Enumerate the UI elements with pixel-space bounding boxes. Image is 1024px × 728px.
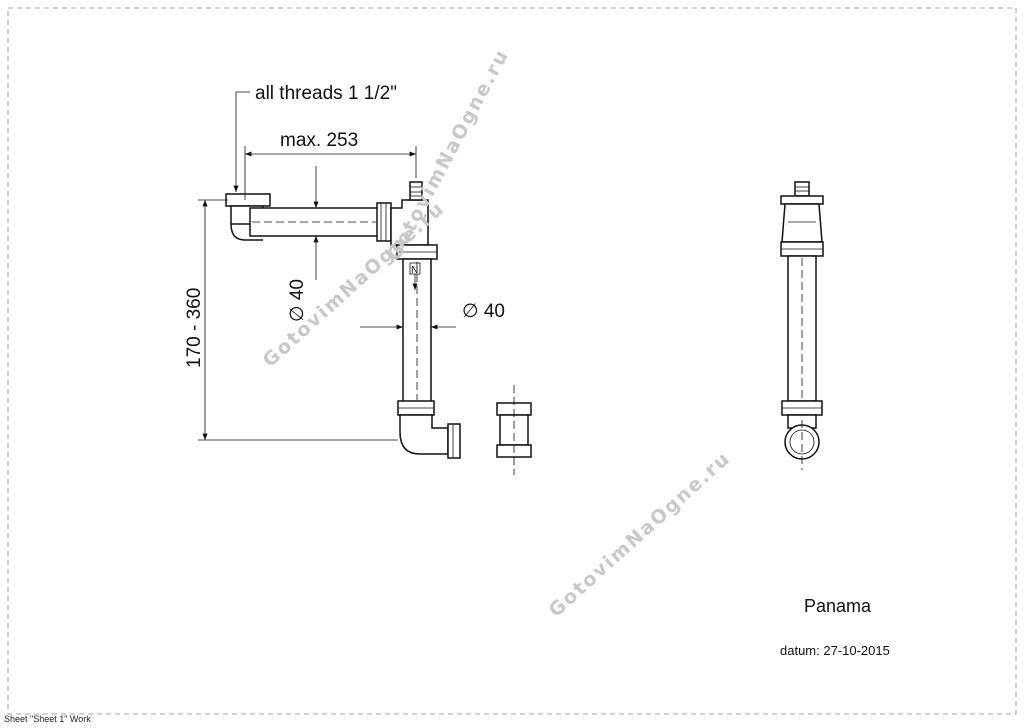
watermark: GotovimNaOgne.ru xyxy=(545,447,735,622)
side-view xyxy=(780,181,824,470)
height-range-label: 170 - 360 xyxy=(184,288,205,368)
tee-body xyxy=(390,199,429,246)
branch-union-nut xyxy=(376,202,392,242)
dimension-lines xyxy=(198,91,456,441)
watermark: GotovimNaOgne.ru xyxy=(383,45,513,264)
drawing-date: datum: 27-10-2015 xyxy=(780,643,890,658)
hose-nozzle xyxy=(409,181,423,201)
outlet-connector xyxy=(447,423,461,459)
left-connector-nut xyxy=(225,193,271,207)
sheet-footer: Sheet "Sheet 1" Work xyxy=(4,714,91,724)
pipe-diameter-label: ∅ 40 xyxy=(462,301,505,322)
threads-label: all threads 1 1/2" xyxy=(255,83,397,104)
front-view: N xyxy=(225,181,461,459)
bottom-elbow xyxy=(399,414,449,455)
spare-sleeve xyxy=(496,385,532,475)
branch-diameter-label: ∅ 40 xyxy=(287,279,308,322)
valve-mark-label: N xyxy=(411,265,418,276)
sheet-border xyxy=(7,7,1017,715)
product-name: Panama xyxy=(804,596,872,616)
max-length-label: max. 253 xyxy=(280,130,358,151)
left-elbow xyxy=(230,223,263,241)
